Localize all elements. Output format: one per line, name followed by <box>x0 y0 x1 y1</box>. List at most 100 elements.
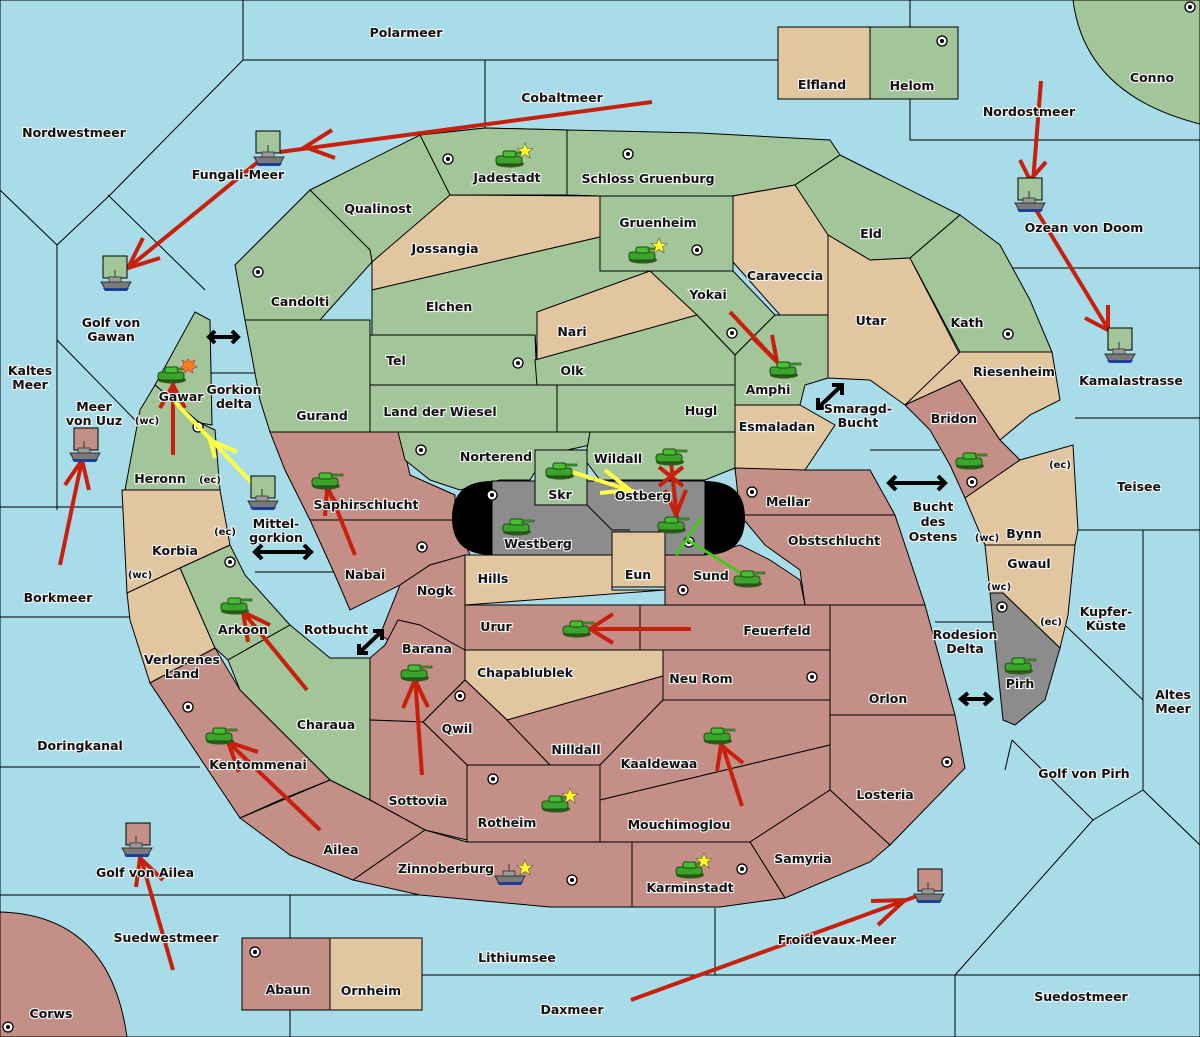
double-arrow-icon <box>206 329 241 345</box>
supply-center-icon <box>487 773 499 785</box>
coast-label: (wc) <box>135 416 159 427</box>
order-arrow <box>138 854 175 971</box>
sea-label: delta <box>216 396 252 411</box>
fleet-unit[interactable] <box>69 427 101 463</box>
sea-label: von Uuz <box>66 413 122 428</box>
province-label: Land der Wiesel <box>383 404 496 419</box>
sea-label: Lithiumsee <box>478 950 556 965</box>
province-label: Jadestadt <box>472 170 540 185</box>
sea-label: des <box>921 514 946 529</box>
orders-layer <box>58 80 1112 1002</box>
sea-label: Kamalastrasse <box>1079 373 1183 388</box>
province-label: Riesenheim <box>973 364 1055 379</box>
province-label: Qwil <box>442 721 473 736</box>
supply-center-icon <box>182 701 194 713</box>
supply-center-icon <box>806 671 818 683</box>
province-rotheim[interactable] <box>466 764 601 843</box>
supply-center-icon <box>512 357 524 369</box>
province-label: Urur <box>480 619 512 634</box>
province-label: Gawar <box>159 389 205 404</box>
labels-layer: Polarmeer Cobaltmeer Nordwestmeer Fungal… <box>7 24 1193 1022</box>
fleet-unit[interactable] <box>1014 177 1046 213</box>
supply-center-icon <box>415 444 427 456</box>
double-arrow-icon <box>957 691 995 707</box>
province-label: Conno <box>1130 70 1175 85</box>
province-conno[interactable] <box>1072 0 1200 125</box>
province-label: Nari <box>557 324 586 339</box>
fleet-unit[interactable] <box>121 822 153 858</box>
fleet-unit[interactable] <box>100 255 132 292</box>
fleet-unit[interactable] <box>247 475 279 511</box>
province-label: Saphirschlucht <box>314 497 419 512</box>
province-label: Karminstadt <box>646 880 733 895</box>
failed-order-arrow <box>669 461 679 519</box>
province-label: Kaaldewaa <box>621 756 698 771</box>
province-label: Norterend <box>460 449 532 464</box>
supply-center-icon <box>486 489 498 501</box>
province-ornheim[interactable] <box>329 937 423 1011</box>
province-mellar[interactable] <box>734 467 896 516</box>
coast-label: (ec) <box>214 527 236 538</box>
sea-label: Cobaltmeer <box>521 90 603 105</box>
double-arrow-icon <box>252 543 314 561</box>
province-label: Sund <box>693 568 729 583</box>
sea-label: Borkmeer <box>24 590 94 605</box>
order-arrow <box>413 676 424 776</box>
sea-label: Nordwestmeer <box>22 125 127 140</box>
sea-label: Mittel- <box>253 516 300 531</box>
province-label: Rotheim <box>478 815 537 830</box>
province-label: Barana <box>402 641 452 656</box>
province-label: Bridon <box>931 411 977 426</box>
sea-label: Rotbucht <box>304 622 368 637</box>
order-arrow <box>279 100 653 154</box>
province-label: Elfland <box>798 77 846 92</box>
province-label: Kath <box>951 315 984 330</box>
sea-label: Meer <box>12 377 48 392</box>
province-label: Verlorenes <box>144 652 220 667</box>
impassable-east <box>705 481 745 555</box>
province-label: Charaua <box>297 717 355 732</box>
sea-label: Golf von Pirh <box>1038 766 1129 781</box>
coast-label: (wc) <box>128 570 152 581</box>
province-label: Zinnoberburg <box>398 861 494 876</box>
province-label: Abaun <box>266 982 311 997</box>
province-label: Orlon <box>869 691 908 706</box>
province-karminstadt[interactable] <box>631 841 786 908</box>
connection-arrows <box>206 329 995 707</box>
province-label: Eun <box>625 567 651 582</box>
province-saphirschlucht[interactable] <box>269 431 456 521</box>
province-label: Nabai <box>345 567 386 582</box>
fleet-unit[interactable] <box>913 868 945 904</box>
sea-label: Smaragd- <box>824 401 892 416</box>
order-arrow <box>1028 198 1112 334</box>
supply-center-icon <box>2 1021 14 1033</box>
province-label: Westberg <box>504 536 572 551</box>
supply-center-icon <box>746 486 758 498</box>
sea-label: Golf von <box>82 315 141 330</box>
impassable-west <box>452 481 492 555</box>
fleet-unit[interactable] <box>253 130 285 167</box>
sea-label: Küste <box>1086 618 1126 633</box>
fleet-unit[interactable] <box>1104 327 1136 364</box>
province-label: Neu Rom <box>669 671 732 686</box>
province-label: Elchen <box>426 299 473 314</box>
province-corws[interactable] <box>0 911 128 1037</box>
support-line <box>674 516 704 556</box>
sea-label: gorkion <box>249 530 303 545</box>
double-arrow-icon <box>816 383 844 410</box>
province-gruenheim[interactable] <box>599 195 734 272</box>
province-label: Hugl <box>685 403 718 418</box>
supply-center-icon <box>249 946 261 958</box>
province-label: Jossangia <box>410 241 478 256</box>
province-label: Mellar <box>766 494 811 509</box>
sea-label: Doringkanal <box>37 738 123 753</box>
province-label: Caraveccia <box>747 268 823 283</box>
units-layer <box>69 130 1136 904</box>
province-label: Land <box>165 666 199 681</box>
double-arrow-icon <box>886 474 948 492</box>
province-label: Ostberg <box>615 488 672 503</box>
supply-center-icon <box>442 153 454 165</box>
sea-label: Gawan <box>87 329 135 344</box>
